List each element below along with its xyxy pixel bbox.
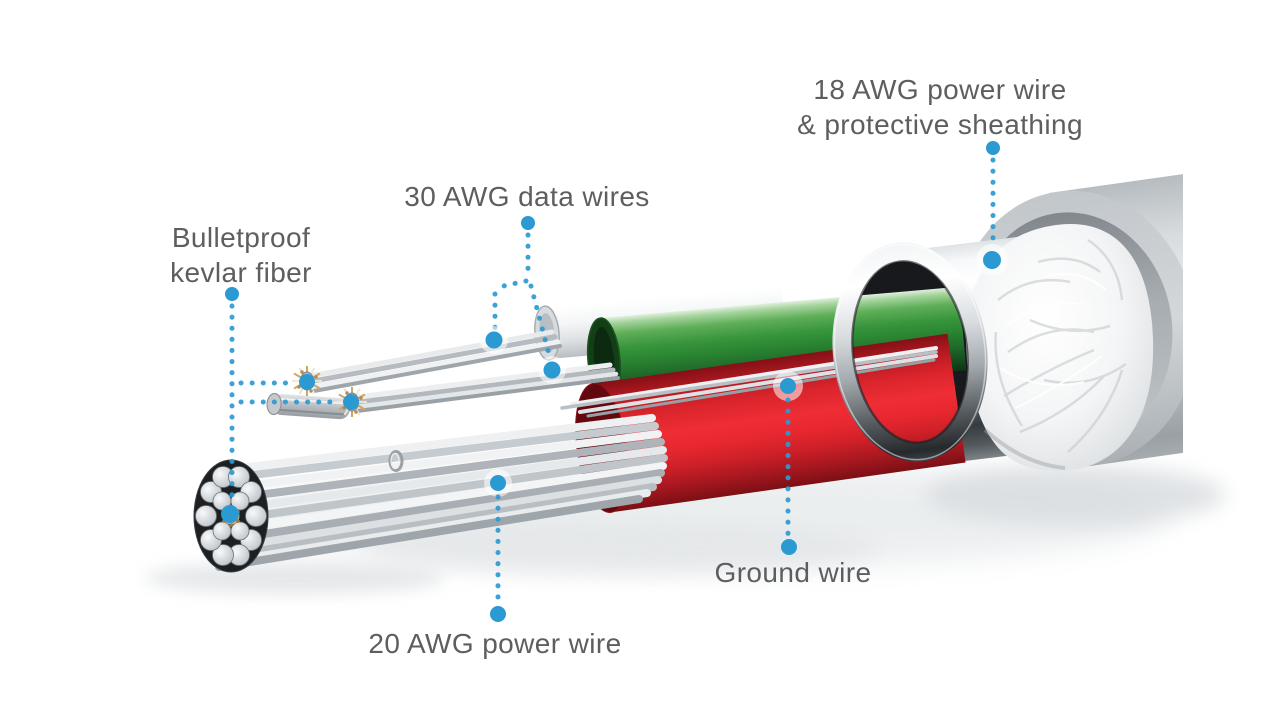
ground-wire-strands bbox=[560, 346, 938, 418]
leader-ground bbox=[773, 371, 803, 555]
label-power18-line1: 18 AWG power wire bbox=[813, 74, 1066, 105]
data-wire-bundle-a bbox=[302, 329, 562, 393]
strand-ring-detail bbox=[388, 450, 404, 472]
data-wire-stub bbox=[266, 392, 350, 420]
label-kevlar-line2: kevlar fiber bbox=[170, 257, 312, 288]
metal-shield-ring bbox=[832, 242, 988, 462]
label-power18-line2: & protective sheathing bbox=[797, 109, 1083, 140]
label-data30: 30 AWG data wires bbox=[404, 181, 649, 212]
leader-power18 bbox=[976, 141, 1008, 276]
leader-data30 bbox=[480, 216, 566, 384]
label-kevlar-line1: Bulletproof bbox=[172, 222, 310, 253]
protective-sheathing bbox=[965, 224, 1154, 472]
data-wire-bundle-b bbox=[347, 362, 620, 413]
leader-kevlar bbox=[221, 287, 359, 523]
label-ground: Ground wire bbox=[715, 557, 872, 588]
label-power20: 20 AWG power wire bbox=[368, 628, 621, 659]
leader-power20 bbox=[484, 469, 512, 622]
